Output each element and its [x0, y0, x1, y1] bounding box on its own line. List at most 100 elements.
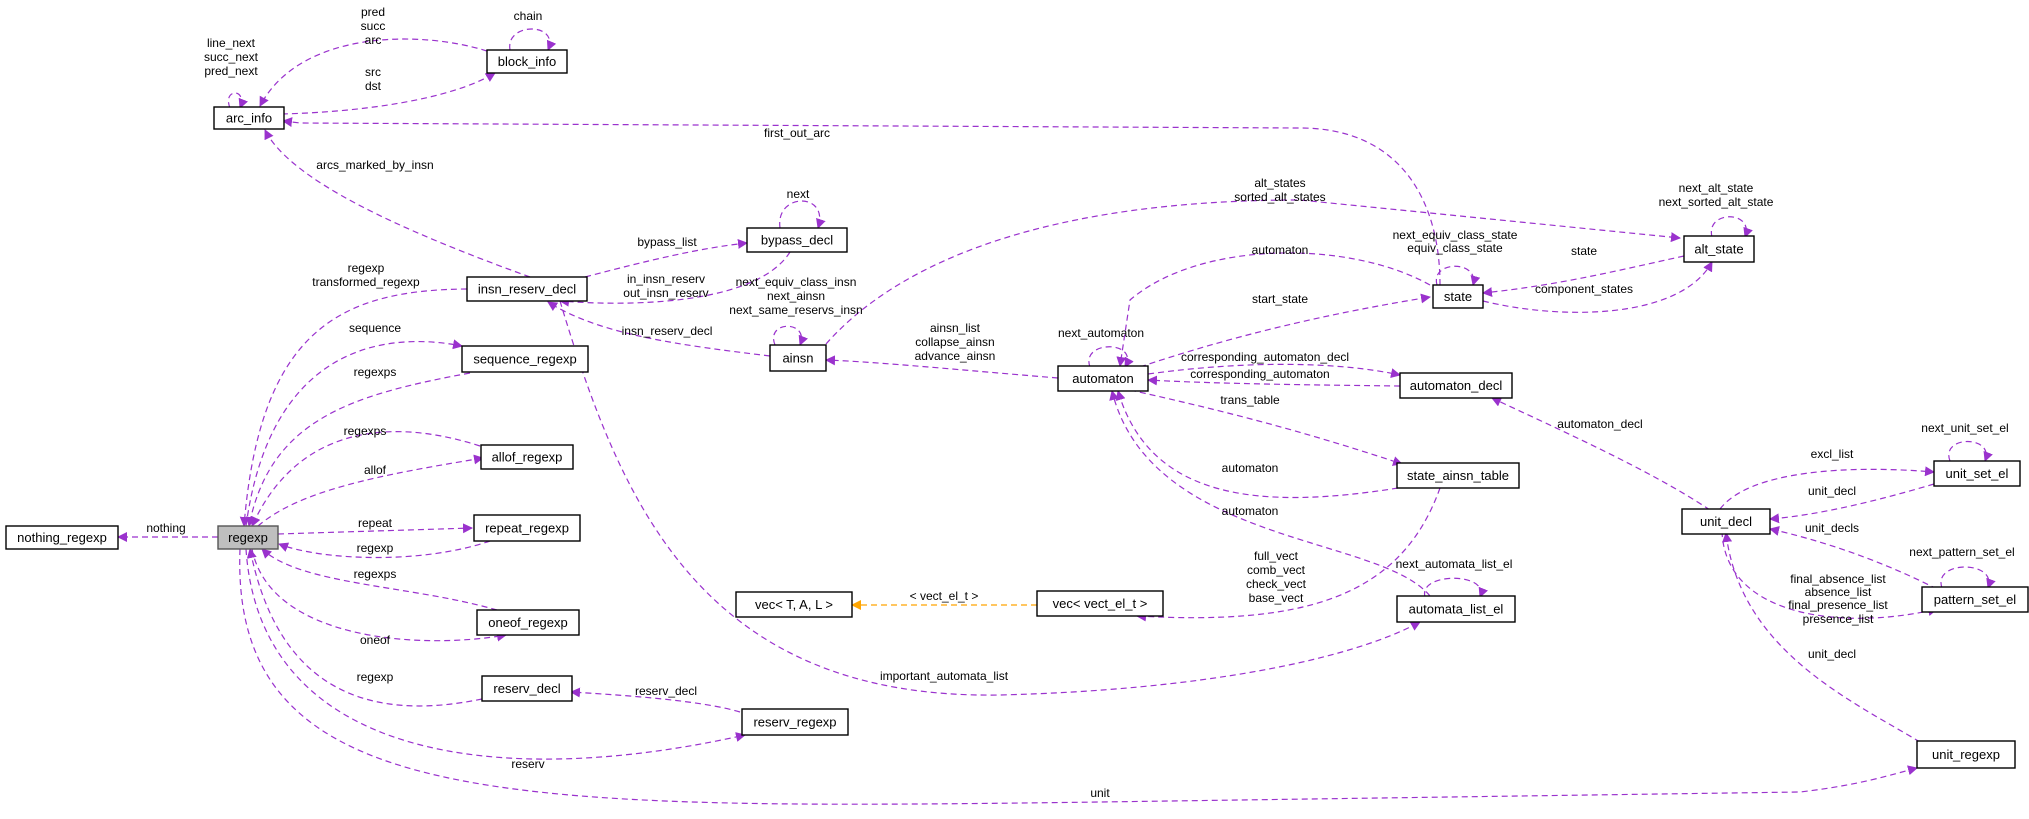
edge-reserv-decl [570, 687, 741, 713]
node-insn-reserv-decl[interactable]: insn_reserv_decl [466, 276, 588, 302]
edge-label-unit: unit [1090, 786, 1110, 800]
edge-state-to-automaton [1116, 252, 1431, 367]
node-oneof-regexp[interactable]: oneof_regexp [476, 609, 580, 636]
edge-label-vects-0: full_vect [1254, 549, 1299, 563]
node-state[interactable]: state [1432, 284, 1484, 309]
node-vec-vect-el-t[interactable]: vec< vect_el_t > [1036, 590, 1164, 617]
edge-label-regexp-reserv-decl: regexp [357, 670, 394, 684]
node-alt-state[interactable]: alt_state [1683, 235, 1755, 263]
edge-ainsn-self [772, 325, 808, 346]
edge-table-to-automaton [1115, 390, 1399, 499]
edge-label-alt-states-0: alt_states [1254, 176, 1305, 190]
edge-label-automaton-to-ainsn-2: advance_ainsn [915, 349, 996, 363]
edge-label-insn-to-regexp-1: transformed_regexp [312, 275, 420, 289]
edge-chain [509, 28, 557, 51]
edge-label-nothing: nothing [146, 521, 185, 535]
edge-regexp-reserv-decl [246, 548, 483, 707]
edge-excl-list [1719, 466, 1935, 510]
node-label: state_ainsn_table [1407, 468, 1509, 483]
node-bypass-decl[interactable]: bypass_decl [746, 227, 848, 253]
edge-label-in-out-reserv-0: in_insn_reserv [627, 272, 705, 286]
node-automaton[interactable]: automaton [1057, 365, 1149, 392]
edge-label-arcs-marked: arcs_marked_by_insn [316, 158, 433, 172]
node-label: reserv_decl [493, 681, 560, 696]
edge-unit [239, 548, 1918, 805]
node-label: vec< T, A, L > [755, 597, 833, 612]
edge-label-insn-to-regexp-0: regexp [348, 261, 385, 275]
node-label: block_info [498, 54, 557, 69]
node-label: arc_info [226, 111, 272, 126]
edge-next [779, 200, 826, 229]
node-label: pattern_set_el [1934, 592, 2017, 607]
edge-label-alt-state-self-1: next_sorted_alt_state [1659, 195, 1774, 209]
edge-label-chain: chain [514, 9, 543, 23]
edge-label-reserv-decl: reserv_decl [635, 684, 697, 698]
node-vec-t-a-l[interactable]: vec< T, A, L > [735, 591, 853, 618]
edge-label-vect-el-t: < vect_el_t > [910, 589, 979, 603]
edge-repeat [277, 523, 473, 535]
edge-label-pattern-lists-3: presence_list [1803, 612, 1874, 626]
node-regexp[interactable]: regexp [217, 525, 279, 550]
node-label: oneof_regexp [488, 615, 568, 630]
edge-allof [257, 454, 484, 527]
edge-next-pattern-set-el [1940, 566, 1996, 589]
node-unit-set-el[interactable]: unit_set_el [1933, 460, 2021, 487]
node-reserv-regexp[interactable]: reserv_regexp [741, 708, 849, 736]
edge-label-unit-decl-set: unit_decl [1808, 484, 1856, 498]
edge-label-oneof: oneof [360, 633, 391, 647]
edge-in-out-reserv [559, 251, 791, 307]
edge-label-excl-list: excl_list [1811, 447, 1854, 461]
edge-label-allof: allof [364, 463, 387, 477]
edge-regexps-oneof [261, 548, 498, 611]
node-automaton-decl[interactable]: automaton_decl [1399, 372, 1513, 399]
node-allof-regexp[interactable]: allof_regexp [480, 444, 574, 470]
node-sequence-regexp[interactable]: sequence_regexp [461, 345, 589, 373]
node-reserv-decl[interactable]: reserv_decl [481, 675, 573, 702]
node-state-ainsn-table[interactable]: state_ainsn_table [1396, 462, 1520, 489]
edge-alt-state-self [1710, 216, 1753, 238]
node-label: allof_regexp [492, 450, 563, 465]
edge-label-arc-to-block-0: src [365, 65, 381, 79]
node-label: state [1444, 289, 1472, 304]
edge-label-vects-2: check_vect [1246, 577, 1307, 591]
node-label: vec< vect_el_t > [1053, 596, 1148, 611]
node-pattern-set-el[interactable]: pattern_set_el [1921, 586, 2029, 613]
node-ainsn[interactable]: ainsn [769, 344, 827, 372]
edge-next-unit-set-el [1948, 441, 1993, 462]
edge-state-self [1435, 265, 1481, 286]
edge-label-vects-1: comb_vect [1247, 563, 1306, 577]
node-label: unit_decl [1700, 514, 1752, 529]
edge-label-table-to-automaton: automaton [1222, 461, 1279, 475]
edge-label-insn-reserv-decl: insn_reserv_decl [622, 324, 713, 338]
node-unit-regexp[interactable]: unit_regexp [1916, 740, 2016, 769]
node-repeat-regexp[interactable]: repeat_regexp [473, 514, 581, 542]
edge-label-state-self-1: equiv_class_state [1407, 241, 1503, 255]
edge-list-el-to-automaton [1109, 390, 1431, 597]
node-unit-decl[interactable]: unit_decl [1681, 508, 1771, 535]
edge-insn-reserv-decl [547, 301, 771, 357]
edge-label-corresponding-automaton-decl: corresponding_automaton_decl [1181, 350, 1349, 364]
edge-label-in-out-reserv-1: out_insn_reserv [623, 286, 708, 300]
node-nothing-regexp[interactable]: nothing_regexp [5, 525, 119, 550]
node-block-info[interactable]: block_info [486, 49, 568, 74]
edge-next-automata-list-el [1424, 577, 1488, 598]
node-automata-list-el[interactable]: automata_list_el [1396, 595, 1516, 623]
edge-label-ainsn-self-0: next_equiv_class_insn [736, 275, 857, 289]
edge-label-sequence: sequence [349, 321, 401, 335]
edge-label-unit-decl-regexp: unit_decl [1808, 647, 1856, 661]
edge-label-start-state: start_state [1252, 292, 1308, 306]
edge-label-alt-state-self-0: next_alt_state [1679, 181, 1754, 195]
edge-block-to-arc [259, 38, 488, 107]
edge-label-ainsn-self-1: next_ainsn [767, 289, 825, 303]
edge-label-regexps-allof: regexps [344, 424, 387, 438]
edge-label-automaton-to-ainsn-0: ainsn_list [930, 321, 981, 335]
edge-label-block-to-arc-2: arc [365, 33, 382, 47]
edge-label-ainsn-self-2: next_same_reservs_insn [729, 303, 862, 317]
edge-label-vects-3: base_vect [1249, 591, 1304, 605]
edge-label-pattern-lists-1: absence_list [1805, 585, 1872, 599]
edge-regexps-sequence [245, 372, 471, 527]
edge-label-next-automata-list-el: next_automata_list_el [1396, 557, 1513, 571]
node-label: sequence_regexp [473, 352, 576, 367]
node-arc-info[interactable]: arc_info [213, 106, 285, 130]
edge-vects [1136, 487, 1441, 622]
